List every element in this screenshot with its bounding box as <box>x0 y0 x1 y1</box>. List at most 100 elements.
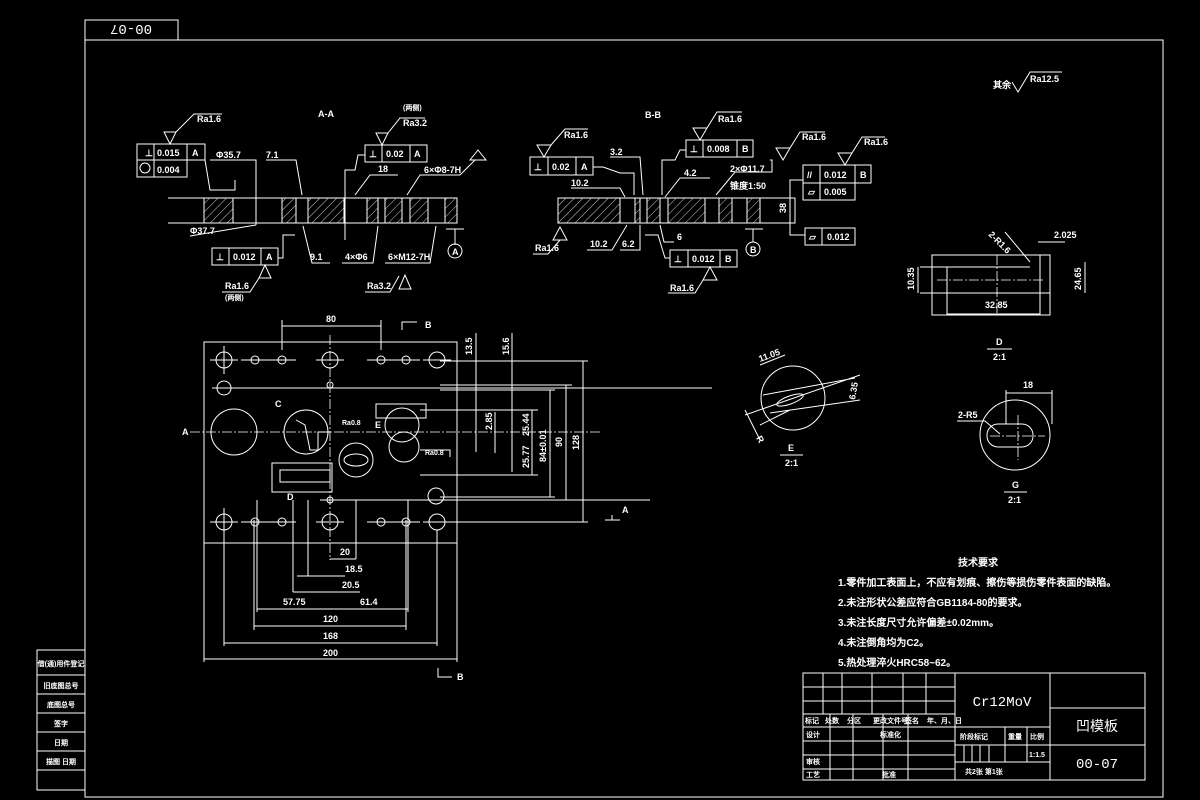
title-block-label: 审核 <box>806 757 820 766</box>
fcf-tolerance: 0.008 <box>707 144 730 154</box>
flatness-icon: ▱ <box>808 232 817 242</box>
title-block-header: 标记 <box>804 716 819 725</box>
dimension-text: 18.5 <box>345 564 363 574</box>
title-block: 标记 处数 分区 更改文件号 签名 年、月、日 设计 标准化 审核 工艺 批准 … <box>802 672 1146 781</box>
dimension-text: 120 <box>323 614 338 624</box>
parallelism-icon: // <box>807 170 813 180</box>
dimension-text: 10.35 <box>906 267 916 290</box>
datum-label: A <box>452 247 459 257</box>
dimension-text: 4.2 <box>684 168 697 178</box>
dimension-text: 15.6 <box>501 337 511 355</box>
dimension-text: 6×Φ8-7H <box>424 165 461 175</box>
dimension-text: 6 <box>677 232 682 242</box>
detail-e: 11.05 6.35 R E 2:1 <box>744 347 861 468</box>
dimension-text: 24.65 <box>1073 267 1083 290</box>
dimension-text: 80 <box>326 314 336 324</box>
dimension-text: R <box>754 434 766 445</box>
roughness-note: (两侧) <box>403 103 422 112</box>
perpendicularity-icon: ⊥ <box>674 254 682 264</box>
dimension-text: 2-R1.6 <box>987 229 1013 255</box>
dimension-text: 2.025 <box>1054 230 1077 240</box>
drawing-number-box <box>84 19 179 41</box>
detail-note: Ra0.8 <box>425 450 444 457</box>
tech-requirement-item: 2.未注形状公差应符合GB1184-80的要求。 <box>838 596 1028 609</box>
detail-label: D <box>287 492 294 502</box>
left-strip-label: 借(通)用件登记 <box>37 659 85 668</box>
section-cut-label: A <box>182 427 189 437</box>
dimension-text: 6.2 <box>622 239 635 249</box>
detail-title: E <box>788 443 794 453</box>
fcf-tolerance: 0.012 <box>827 232 850 242</box>
dimension-text: Φ35.7 <box>216 150 241 160</box>
title-block-label: 标准化 <box>879 730 901 739</box>
dimension-text: 200 <box>323 648 338 658</box>
roughness-value: Ra1.6 <box>225 281 249 291</box>
dimension-text: 4×Φ6 <box>345 252 368 262</box>
dimension-text: 32.85 <box>985 300 1008 310</box>
dimension-text: 128 <box>571 435 581 450</box>
roughness-note: (两侧) <box>225 293 244 302</box>
other-roughness-label: 其余 <box>993 79 1012 90</box>
fcf-tolerance: 0.02 <box>552 162 570 172</box>
dimension-text: 38 <box>778 203 788 213</box>
dimension-text: 61.4 <box>360 597 378 607</box>
detail-note: Ra0.8 <box>342 420 361 427</box>
roughness-value: Ra1.6 <box>535 243 559 253</box>
section-cut-label: B <box>425 320 432 330</box>
tech-requirement-item: 1.零件加工表面上，不应有划痕、擦伤等损伤零件表面的缺陷。 <box>838 576 1116 589</box>
dimension-text: 13.5 <box>464 337 474 355</box>
other-roughness: 其余 Ra12.5 <box>993 71 1062 93</box>
dimension-text: 7.1 <box>266 150 279 160</box>
roughness-value: Ra1.6 <box>197 114 221 124</box>
fcf-datum: A <box>414 149 421 159</box>
flatness-icon: ▱ <box>807 187 816 197</box>
detail-scale: 2:1 <box>993 352 1006 362</box>
fcf-tolerance: 0.02 <box>386 149 404 159</box>
detail-label: E <box>375 420 381 430</box>
dimension-text: 锥度1:50 <box>730 180 766 191</box>
roughness-value: Ra1.6 <box>670 283 694 293</box>
perpendicularity-icon: ⊥ <box>534 162 542 172</box>
holes <box>210 346 712 536</box>
dimension-text: 84±0.01 <box>538 430 548 462</box>
section-bb-title: B-B <box>645 110 661 120</box>
dimension-text: Φ37.7 <box>190 226 215 236</box>
perpendicularity-icon: ⊥ <box>145 148 153 158</box>
detail-d: 2-R1.6 2.025 10.35 24.65 32.85 D 2:1 <box>906 229 1086 362</box>
fcf-tolerance: 0.005 <box>824 187 847 197</box>
roughness-value: Ra3.2 <box>367 281 391 291</box>
fcf-tolerance: 0.015 <box>157 148 180 158</box>
fcf-datum: B <box>742 144 749 154</box>
detail-g-circle <box>338 442 374 478</box>
title-block-label: 重量 <box>1008 732 1022 741</box>
section-cut-label: A <box>622 505 629 515</box>
fcf-tolerance: 0.012 <box>692 254 715 264</box>
title-block-label: 批准 <box>882 770 896 779</box>
fcf-datum: A <box>266 252 273 262</box>
technical-requirements: 技术要求 1.零件加工表面上，不应有划痕、擦伤等损伤零件表面的缺陷。 2.未注形… <box>838 556 1116 669</box>
dimension-text: 2.85 <box>484 412 494 430</box>
dimension-text: 20.5 <box>342 580 360 590</box>
fcf-datum: B <box>725 254 732 264</box>
title-block-header: 处数 <box>824 716 840 725</box>
detail-e-circle <box>384 407 420 443</box>
roughness-value: Ra1.6 <box>564 130 588 140</box>
material-text: Cr12MoV <box>973 695 1032 711</box>
section-b-b: B-B ⊥ 0.02 A Ra1.6 ⊥ 0.008 B Ra1.6 ⊥ 0.0… <box>529 110 888 294</box>
fcf-tolerance: 0.012 <box>233 252 256 262</box>
drawing-number: 00-07 <box>1076 757 1118 773</box>
dimension-text: 2-R5 <box>958 410 978 420</box>
datum-label: B <box>750 245 757 255</box>
fcf-tolerance: 0.012 <box>824 170 847 180</box>
perpendicularity-icon: ⊥ <box>369 149 377 159</box>
drawing-number-box-text: 00-07 <box>110 20 152 36</box>
datum-b-symbol <box>745 241 761 257</box>
title-block-label: 设计 <box>806 730 820 739</box>
title-block-sheets: 共2张 第1张 <box>965 767 1004 776</box>
dimension-text: 6×M12-7H <box>388 252 430 262</box>
dimension-text: 3.2 <box>610 147 623 157</box>
section-aa-title: A-A <box>318 109 334 119</box>
tech-requirements-title: 技术要求 <box>958 556 999 569</box>
title-block-label: 工艺 <box>806 770 820 779</box>
